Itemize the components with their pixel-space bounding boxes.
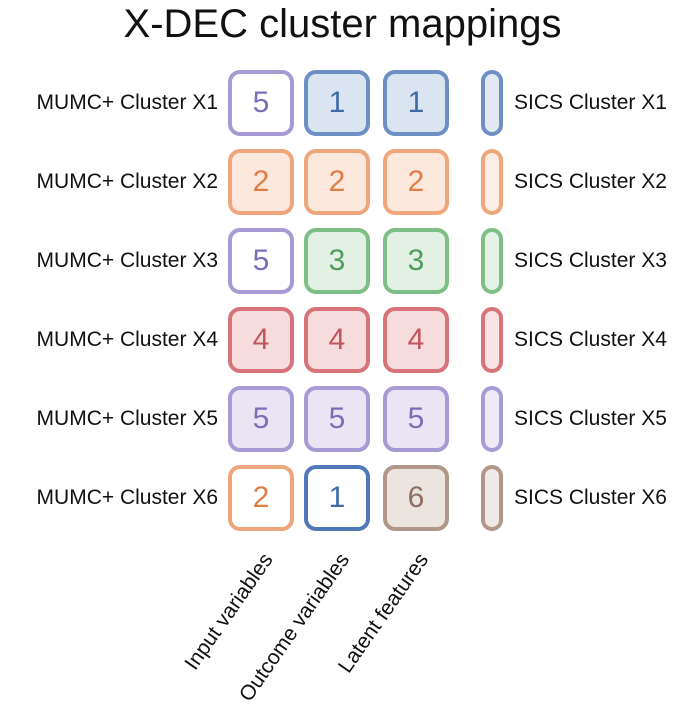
cluster-cell: 6 (383, 465, 449, 531)
mumc-cluster-label: MUMC+ Cluster X4 (36, 328, 218, 351)
cluster-cell: 5 (304, 386, 370, 452)
sics-cluster-color-marker (481, 465, 503, 531)
cluster-cell: 5 (228, 386, 294, 452)
sics-cluster-color-marker (481, 307, 503, 373)
cluster-cell: 5 (228, 70, 294, 136)
cluster-cell: 5 (228, 228, 294, 294)
sics-cluster-color-marker (481, 149, 503, 215)
mumc-cluster-label: MUMC+ Cluster X6 (36, 486, 218, 509)
cluster-cell: 2 (228, 465, 294, 531)
sics-cluster-label: SICS Cluster X2 (514, 170, 667, 193)
cluster-cell: 1 (383, 70, 449, 136)
cluster-cell: 4 (304, 307, 370, 373)
cluster-cell: 3 (383, 228, 449, 294)
diagram-title: X-DEC cluster mappings (123, 2, 562, 46)
mumc-cluster-label: MUMC+ Cluster X1 (36, 91, 218, 114)
cluster-cell: 5 (383, 386, 449, 452)
cluster-cell: 2 (228, 149, 294, 215)
mumc-cluster-label: MUMC+ Cluster X5 (36, 407, 218, 430)
sics-cluster-label: SICS Cluster X6 (514, 486, 667, 509)
sics-cluster-color-marker (481, 228, 503, 294)
mumc-cluster-label: MUMC+ Cluster X3 (36, 249, 218, 272)
sics-cluster-label: SICS Cluster X1 (514, 91, 667, 114)
cluster-cell: 2 (304, 149, 370, 215)
cluster-cell: 3 (304, 228, 370, 294)
cluster-cell: 1 (304, 465, 370, 531)
sics-cluster-label: SICS Cluster X4 (514, 328, 667, 351)
mumc-cluster-label: MUMC+ Cluster X2 (36, 170, 218, 193)
cluster-cell: 4 (228, 307, 294, 373)
sics-cluster-label: SICS Cluster X3 (514, 249, 667, 272)
cluster-cell: 2 (383, 149, 449, 215)
cluster-cell: 1 (304, 70, 370, 136)
cluster-cell: 4 (383, 307, 449, 373)
sics-cluster-color-marker (481, 70, 503, 136)
sics-cluster-label: SICS Cluster X5 (514, 407, 667, 430)
sics-cluster-color-marker (481, 386, 503, 452)
